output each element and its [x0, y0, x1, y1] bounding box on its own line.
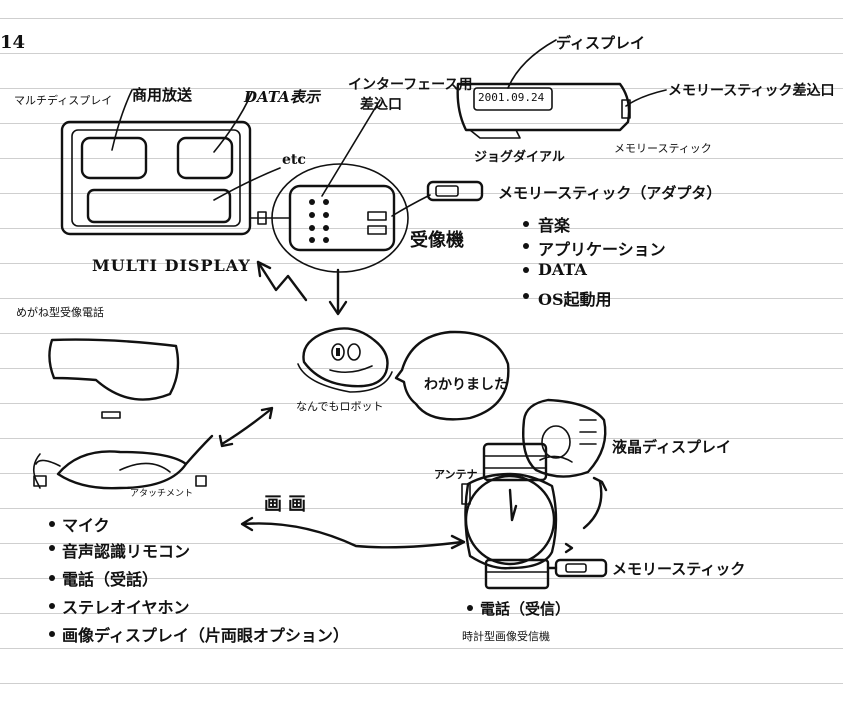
label-receiver: 受像機: [410, 230, 464, 251]
label-interface: インターフェース用: [348, 77, 473, 93]
multi-display-caption: マルチディスプレイ: [14, 94, 113, 107]
glasses-feature: ステレオイヤホン: [62, 598, 190, 617]
adapter-item: 音楽: [538, 216, 571, 235]
bullets: [49, 221, 529, 637]
watch-antenna-label: アンテナ: [434, 468, 478, 481]
attachment-label: アタッチメント: [130, 489, 194, 499]
glasses-feature: 音声認識リモコン: [62, 542, 191, 561]
label-etc: etc: [282, 152, 306, 168]
robot-caption: なんでもロボット: [296, 400, 384, 413]
multi-display-frame: [60, 120, 252, 236]
adapter-item: アプリケーション: [538, 240, 666, 259]
label-broadcast: 商用放送: [132, 86, 193, 104]
adapter-label: メモリースティック（アダプタ）: [498, 184, 722, 202]
receiver-box: [288, 184, 396, 252]
label-interface-slot: 差込口: [360, 97, 402, 113]
robot-speech: わかりました: [424, 377, 508, 393]
watch-caption: 時計型画像受信機: [462, 630, 550, 643]
label-jog-dial: ジョグダイアル: [474, 150, 565, 165]
link-label: 画画: [264, 494, 312, 515]
speech-bubble: [394, 330, 510, 421]
multi-display-title: MULTI DISPLAY: [92, 256, 251, 275]
glasses-caption: めがね型受像電話: [16, 306, 104, 319]
adapter-stick: [426, 180, 484, 202]
multi-display-inner: [71, 129, 241, 227]
label-memory-slot: メモリースティック差込口: [668, 83, 835, 99]
watch-hologram: [522, 398, 607, 478]
watch-memory-label: メモリースティック: [612, 560, 746, 578]
adapter-item: OS起動用: [538, 290, 612, 309]
glasses-feature: 画像ディスプレイ（片両眼オプション）: [62, 626, 349, 645]
display-screen-bottom: [86, 188, 232, 224]
glasses-feature: 電話（受話）: [62, 570, 159, 589]
memory-device-date: 2001.09.24: [478, 91, 545, 104]
display-screen-broadcast: [80, 136, 148, 180]
label-display: ディスプレイ: [556, 34, 645, 52]
display-screen-data: [176, 136, 234, 180]
glasses-lens: [48, 338, 180, 401]
watch-feature: 電話（受信）: [480, 600, 571, 618]
adapter-item: DATA: [538, 260, 587, 279]
watch-strap-top: [482, 442, 548, 482]
label-data-display: DATA表示: [244, 88, 320, 106]
robot-body: [302, 327, 389, 388]
page-number: 14: [0, 32, 26, 53]
glasses-feature: マイク: [62, 516, 110, 535]
watch-display-label: 液晶ディスプレイ: [612, 438, 731, 456]
memory-device-screen: [473, 87, 553, 111]
watch-strap-bottom: [484, 558, 550, 590]
receiver-circle: [271, 163, 409, 273]
memory-stick-caption: メモリースティック: [614, 142, 712, 155]
memory-device-body: [456, 82, 631, 132]
